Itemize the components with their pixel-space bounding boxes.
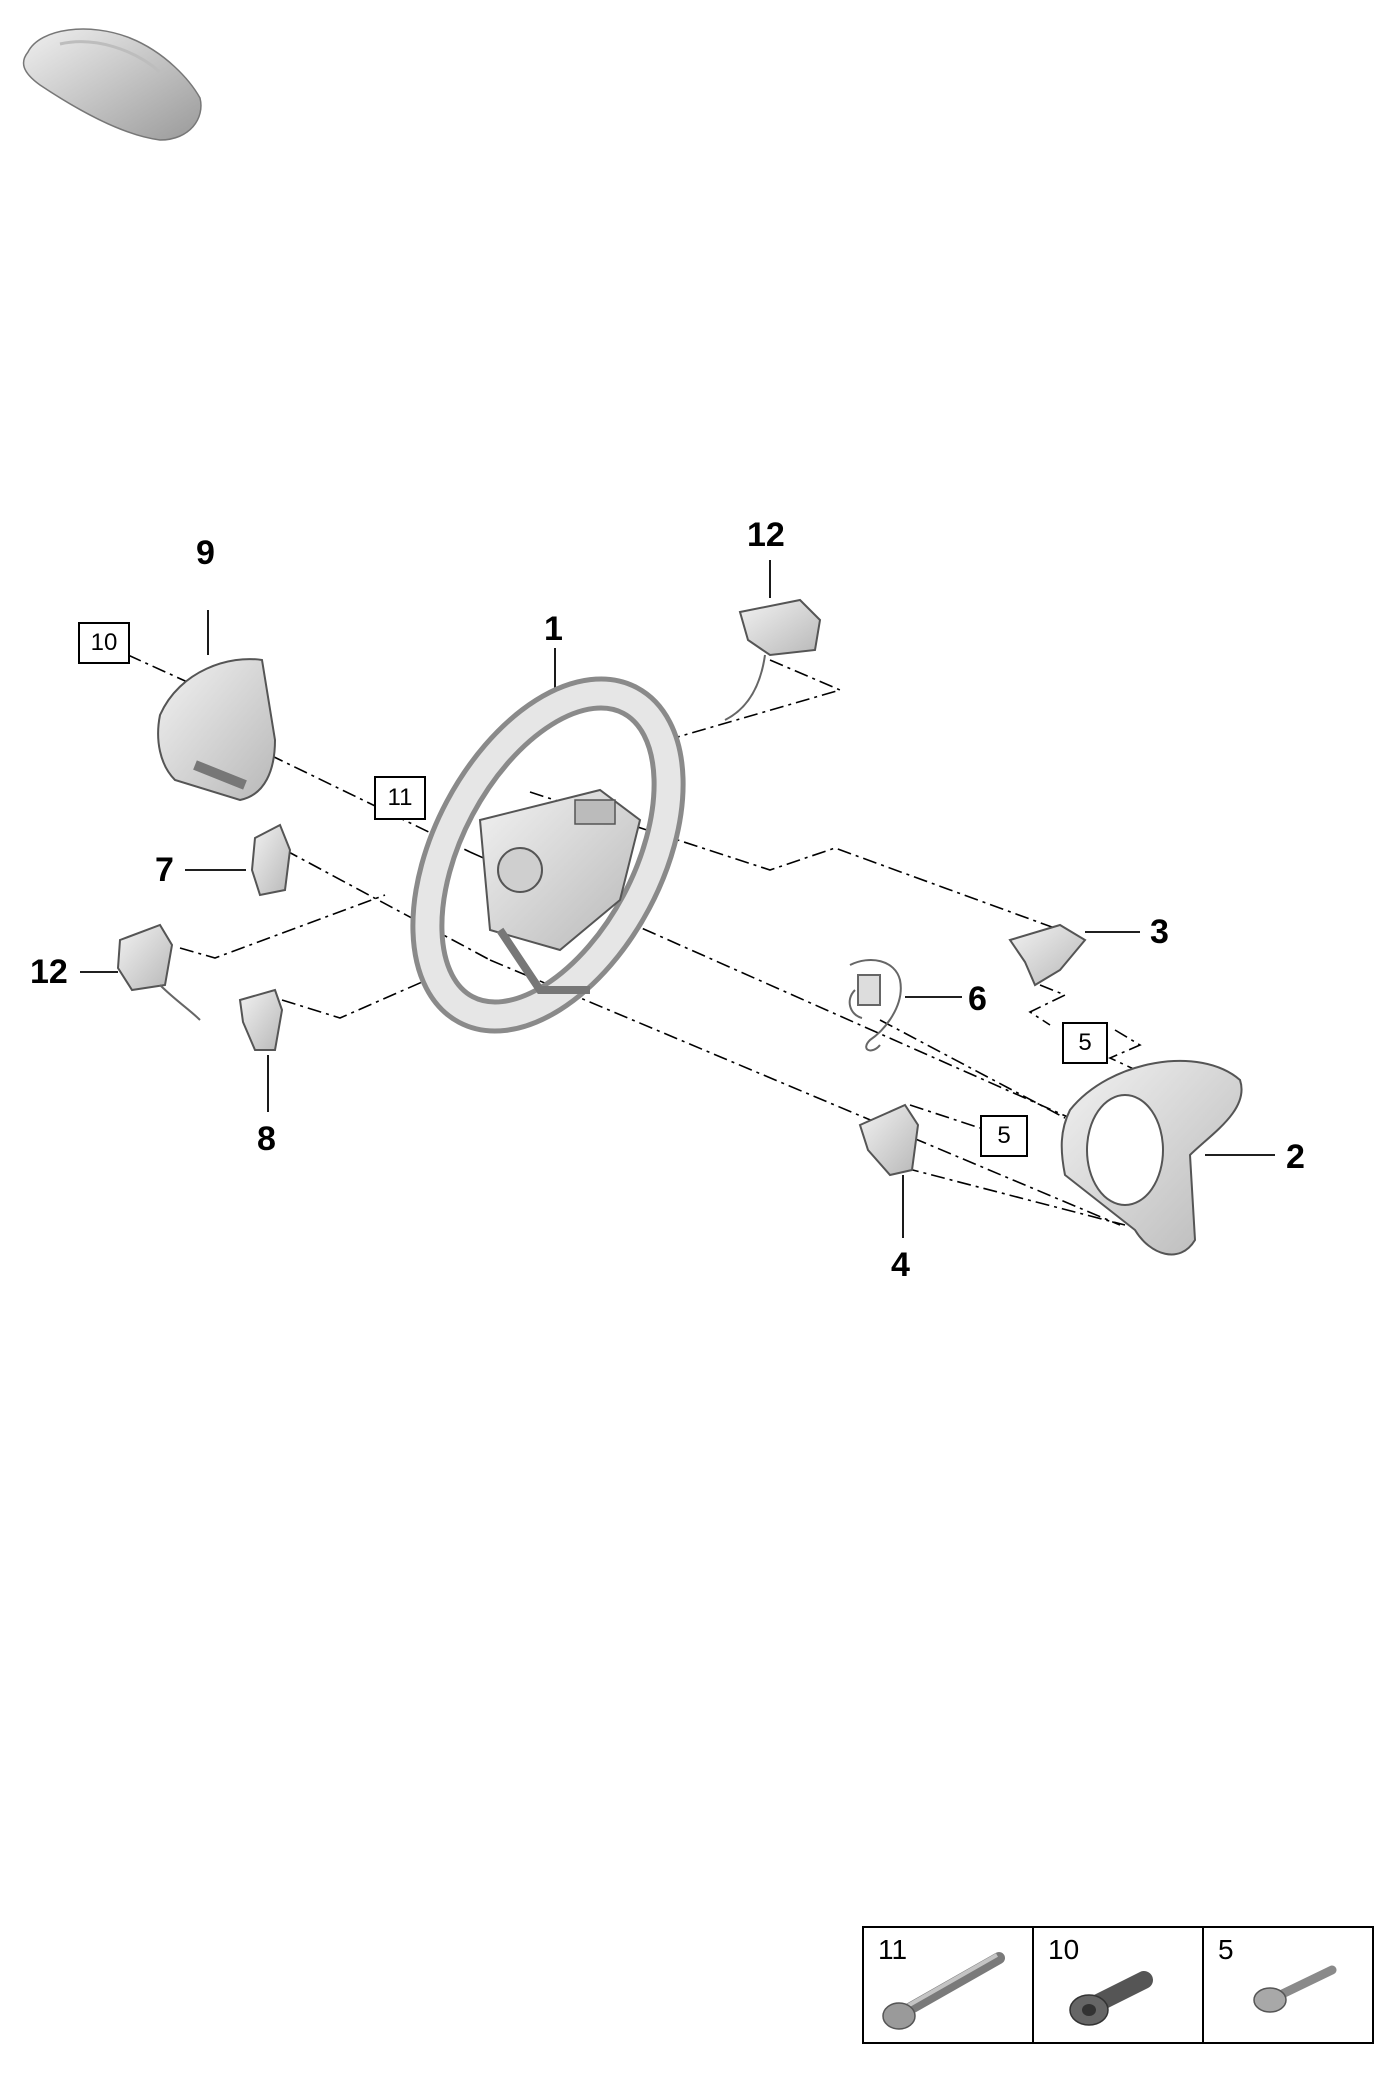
callout-9: 9 [196,534,215,572]
boxed-label-5-upper: 5 [1062,1022,1108,1064]
legend-cell-5: 5 [1204,1928,1372,2042]
leader-12top-to-wheel [649,659,843,746]
callout-ticks [80,560,1275,1238]
callout-12-left: 12 [30,953,68,991]
callout-12-top: 12 [747,516,785,554]
lower-bracket-part [238,988,284,1051]
legend-label-11: 11 [878,1934,908,1965]
callout-4: 4 [891,1246,910,1284]
fastener-legend: 11 10 5 [862,1926,1374,2044]
column-cover-part [157,658,277,802]
leader-8-to-wheel [281,971,446,1019]
boxed-label-11: 11 [374,776,426,820]
callout-3: 3 [1150,913,1169,951]
leader-7-to-wheel [284,849,491,961]
legend-label-10: 10 [1048,1934,1080,1965]
leader-12left-to-wheel [179,894,386,959]
legend-label-5: 5 [1218,1934,1234,1965]
leader-5-lower [909,1104,981,1129]
leader-6-region [879,1019,1066,1119]
leader-4-to-2 [904,1167,1126,1226]
wiring-harness-part [848,959,902,1052]
legend-cell-11: 11 [864,1928,1034,2042]
long-bolt-icon [882,1952,1005,2030]
leader-wheel-to-4 [489,959,1121,1226]
leader-3-down [1028,984,1067,1026]
car-thumbnail-icon [22,28,202,141]
small-screw-icon [1253,1965,1337,2013]
switch-module-top-part [724,598,822,721]
boxed-label-10: 10 [78,622,130,664]
steering-wheel-part [410,676,686,1034]
switch-module-left-part [116,923,201,1021]
boxed-label-5-lower: 5 [980,1115,1028,1157]
callout-2: 2 [1286,1138,1305,1176]
callout-8: 8 [257,1120,276,1158]
small-trim-part [1008,923,1087,987]
callout-7: 7 [155,851,174,889]
callout-1: 1 [544,610,563,648]
legend-cell-10: 10 [1034,1928,1204,2042]
short-bolt-icon [1069,1971,1153,2026]
leader-9-to-wheel [269,754,471,853]
trim-cover-part [1060,1060,1243,1256]
leader-wheel-to-3 [529,791,1061,931]
callout-6: 6 [968,980,987,1018]
control-unit-part [250,823,292,897]
switch-bracket-part [858,1103,920,1177]
